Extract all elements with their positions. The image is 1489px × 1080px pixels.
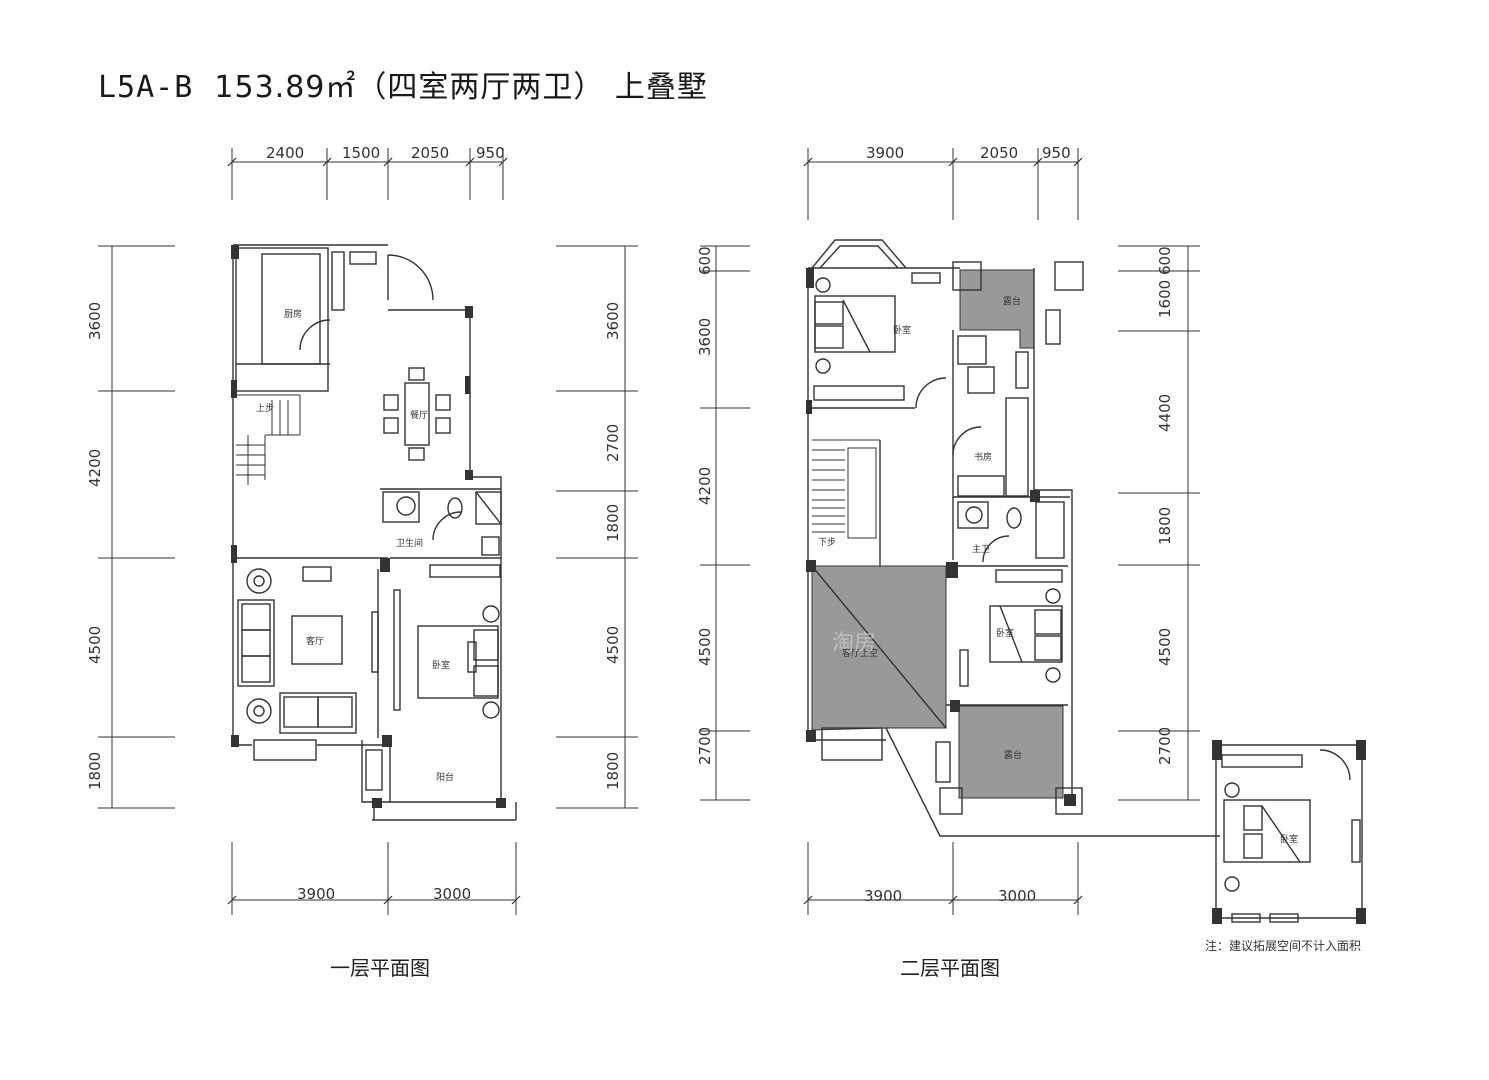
f1-top-dim: 2400: [266, 144, 304, 162]
plan-title: L5A-B 153.89㎡（四室两厅两卫） 上叠墅: [98, 62, 708, 106]
f1-room-bedroom: 卧室: [432, 659, 450, 671]
f1-right-dim: 2700: [604, 424, 622, 462]
f1-room-upstairs: 上步: [256, 403, 274, 414]
f2-left-dim: 3600: [696, 318, 714, 356]
f2-room-terrace-top: 露台: [1003, 295, 1021, 307]
f2-left-dim: 600: [696, 246, 714, 275]
f2-room-terrace-bottom: 露台: [1004, 749, 1022, 761]
f2-bottom-dim: 3000: [998, 887, 1036, 905]
f2-room-bedroom-mid: 卧室: [996, 627, 1014, 639]
f2-top-dim: 3900: [866, 144, 904, 162]
f2-right-dim: 4500: [1156, 628, 1174, 666]
f2-room-study: 书房: [974, 451, 992, 463]
f1-top-dim: 2050: [411, 144, 449, 162]
f2-left-dim: 4200: [696, 467, 714, 505]
f2-top-dim: 950: [1042, 144, 1071, 162]
unit-area: 153.89㎡（四室两厅两卫）: [214, 70, 605, 105]
f2-right-dim: 1600: [1156, 280, 1174, 318]
f2-right-dim: 2700: [1156, 727, 1174, 765]
f1-right-dim: 3600: [604, 302, 622, 340]
extension-plan: 卧室: [1212, 740, 1366, 924]
extension-note: 注：建议拓展空间不计入面积: [1205, 939, 1362, 953]
f1-left-dim: 3600: [86, 302, 104, 340]
f1-right-dim: 1800: [604, 504, 622, 542]
f1-left-dim: 1800: [86, 752, 104, 790]
floor2-caption: 二层平面图: [900, 956, 1000, 980]
f1-right-dim: 1800: [604, 752, 622, 790]
f1-room-dining: 餐厅: [410, 409, 428, 421]
f1-room-balcony: 阳台: [436, 771, 454, 783]
f2-left-dim: 2700: [696, 727, 714, 765]
watermark: 淘房: [832, 631, 876, 656]
floor1-plan: 厨房 餐厅 上步 卫生间 客厅 卧室 阳台: [231, 244, 517, 821]
f1-room-bathroom: 卫生间: [396, 537, 423, 549]
unit-type: 上叠墅: [614, 70, 708, 105]
f1-bottom-dim: 3900: [297, 885, 335, 903]
floor1-caption: 一层平面图: [330, 956, 430, 980]
f2-bottom-dim: 3900: [864, 887, 902, 905]
unit-code: L5A-B: [98, 70, 194, 105]
f2-room-downstairs: 下步: [818, 537, 836, 548]
terrace-bottom-area: [958, 705, 1064, 799]
f1-left-dim: 4500: [86, 626, 104, 664]
f2-room-bedroom-top: 卧室: [893, 324, 911, 336]
f1-top-dim: 950: [476, 144, 505, 162]
f2-top-dim: 2050: [980, 144, 1018, 162]
f2-left-dim: 4500: [696, 628, 714, 666]
f1-top-dim: 1500: [342, 144, 380, 162]
f2-room-living-void: 客厅上空: [842, 647, 878, 659]
f2-right-dim: 1800: [1156, 507, 1174, 545]
f2-room-master-bath: 主卫: [972, 543, 990, 555]
f1-bottom-dim: 3000: [433, 885, 471, 903]
f2-right-dim: 600: [1156, 246, 1174, 275]
f2-right-dim: 4400: [1156, 394, 1174, 432]
f1-room-living: 客厅: [306, 635, 324, 647]
ext-room-bedroom: 卧室: [1280, 833, 1298, 845]
f1-room-kitchen: 厨房: [284, 308, 302, 320]
floor2-plan: 卧室 露台 书房 下步 主卫 客厅上空 卧室 露台 淘房: [806, 239, 1220, 837]
f1-left-dim: 4200: [86, 449, 104, 487]
f1-right-dim: 4500: [604, 626, 622, 664]
